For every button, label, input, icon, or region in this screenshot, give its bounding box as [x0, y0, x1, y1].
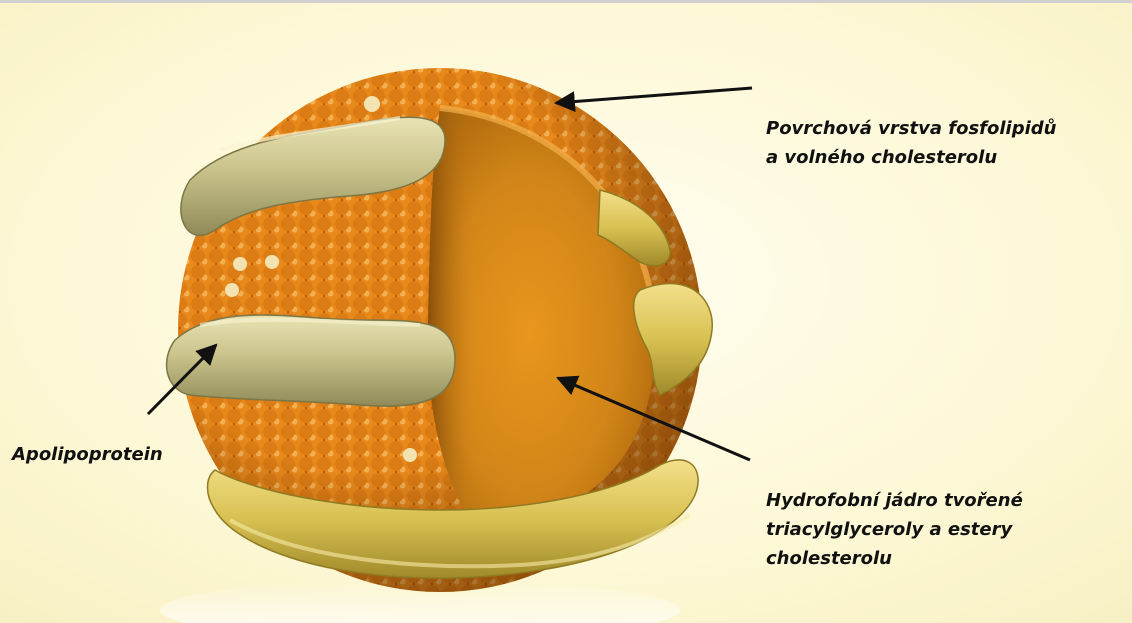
core-label-line3: cholesterolu	[766, 544, 1023, 573]
apolipoprotein-label: Apolipoprotein	[12, 440, 163, 469]
surface-layer-label: Povrchová vrstva fosfolipidů a volného c…	[766, 114, 1056, 172]
surface-layer-label-line1: Povrchová vrstva fosfolipidů	[766, 114, 1056, 143]
cholesterol-bead	[265, 255, 279, 269]
core-label-line2: triacylglyceroly a estery	[766, 515, 1023, 544]
cholesterol-bead	[233, 257, 247, 271]
cholesterol-bead	[364, 96, 380, 112]
core-label-line1: Hydrofobní jádro tvořené	[766, 486, 1023, 515]
core-label: Hydrofobní jádro tvořené triacylglycerol…	[766, 486, 1023, 573]
surface-layer-label-line2: a volného cholesterolu	[766, 143, 1056, 172]
apolipoprotein-label-text: Apolipoprotein	[12, 440, 163, 469]
cholesterol-bead	[403, 448, 417, 462]
surface-arrow	[556, 88, 752, 103]
cholesterol-bead	[225, 283, 239, 297]
